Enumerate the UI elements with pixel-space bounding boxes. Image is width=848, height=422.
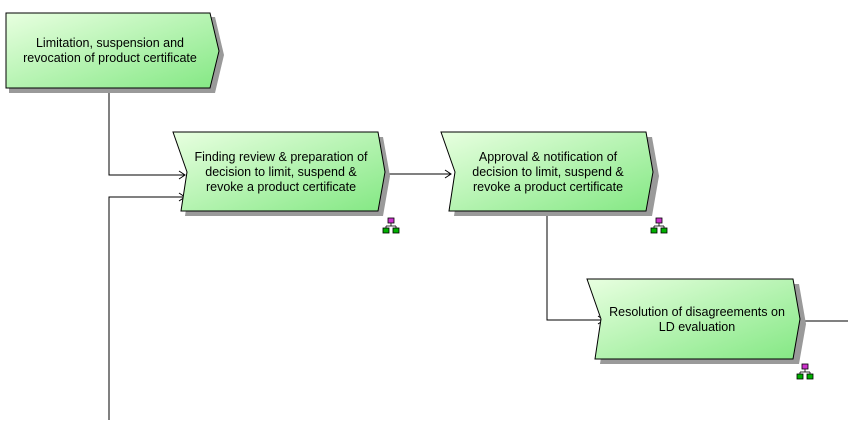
- arrowhead-approval: [444, 169, 452, 179]
- function-approval-shape[interactable]: [440, 131, 659, 216]
- function-finding-review-shape[interactable]: [172, 131, 390, 216]
- function-label-limitation: Limitation, suspension and revocation of…: [23, 36, 197, 65]
- hierarchy-icon[interactable]: [650, 217, 668, 234]
- function-resolution-shape[interactable]: [586, 278, 806, 364]
- connector-limitation-to-finding: [108, 92, 185, 176]
- hierarchy-icon[interactable]: [382, 217, 400, 234]
- function-limitation-shape[interactable]: [5, 12, 224, 93]
- hierarchy-icon[interactable]: [796, 363, 814, 380]
- connector-approval-to-resolution: [546, 214, 604, 321]
- function-label-approval: Approval & notification of decision to l…: [472, 149, 624, 194]
- function-label-resolution: Resolution of disagreements on LD evalua…: [609, 305, 785, 334]
- connector-left-to-finding: [108, 196, 185, 420]
- connectors: [108, 92, 848, 420]
- function-label-finding-review: Finding review & preparation of decision…: [194, 149, 368, 194]
- arrowhead-finding-top: [178, 170, 186, 180]
